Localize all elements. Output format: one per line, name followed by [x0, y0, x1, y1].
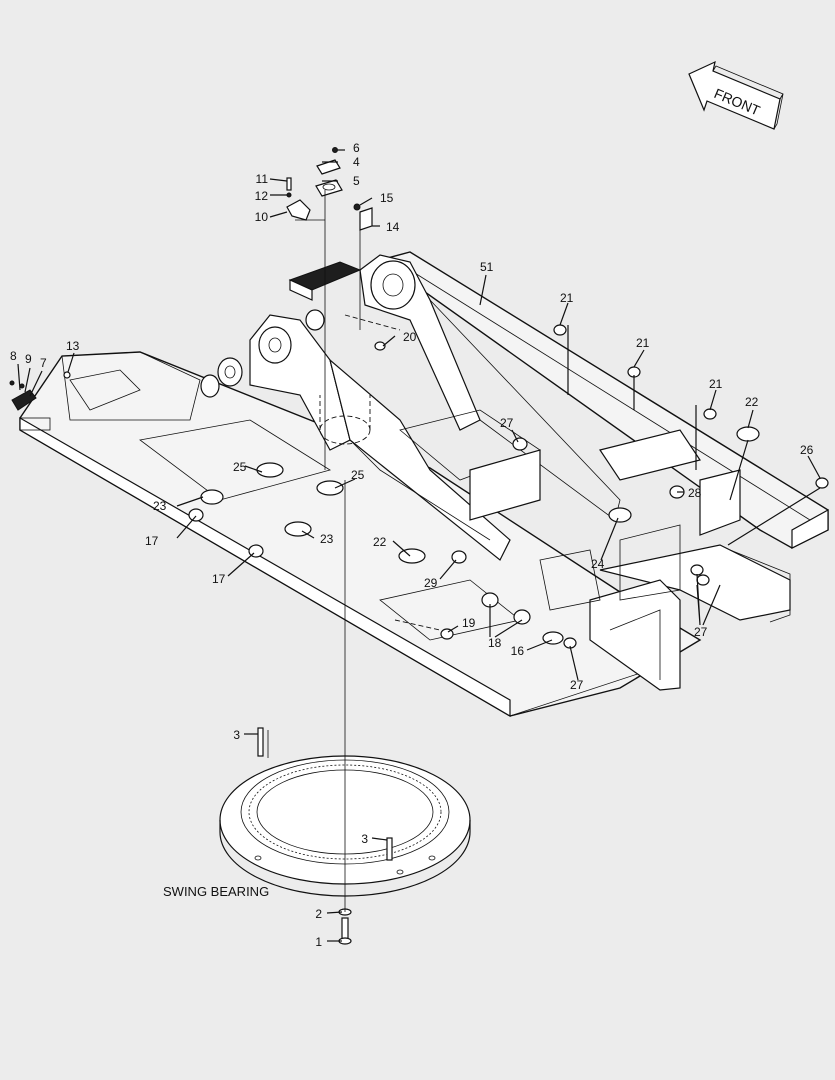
callout-21-b: 21 [636, 336, 650, 350]
callout-24: 24 [591, 557, 605, 571]
upper-frame [19, 251, 829, 718]
callout-18: 18 [488, 636, 502, 650]
callout-12: 12 [255, 189, 269, 203]
callout-19: 19 [462, 616, 476, 630]
callout-16: 16 [511, 644, 525, 658]
callout-25-center: 25 [351, 468, 365, 482]
callout-labels: 1 2 3 3 4 5 6 7 8 9 10 11 12 13 14 15 16… [10, 141, 814, 949]
callout-27-right: 27 [694, 625, 708, 639]
callout-25-left: 25 [233, 460, 247, 474]
callout-27-top: 27 [500, 416, 514, 430]
callout-22-right: 22 [745, 395, 759, 409]
callout-29: 29 [424, 576, 438, 590]
callout-27-bottom: 27 [570, 678, 584, 692]
callout-10: 10 [255, 210, 269, 224]
callout-21-a: 21 [560, 291, 574, 305]
callout-11: 11 [256, 172, 269, 186]
callout-17-upper: 17 [145, 534, 159, 548]
callout-3-upper: 3 [233, 728, 240, 742]
callout-3-lower: 3 [361, 832, 368, 846]
callout-5: 5 [353, 174, 360, 188]
callout-26: 26 [800, 443, 814, 457]
callout-20: 20 [403, 330, 417, 344]
callout-15: 15 [380, 191, 394, 205]
callout-23-center: 23 [320, 532, 334, 546]
callout-21-c: 21 [709, 377, 723, 391]
callout-23-left: 23 [153, 499, 167, 513]
callout-8: 8 [10, 349, 17, 363]
hardware-parts [9, 147, 393, 945]
front-arrow-icon: FRONT [688, 60, 784, 130]
leader-lines [17, 149, 821, 942]
callout-2: 2 [315, 907, 322, 921]
callout-1: 1 [315, 935, 322, 949]
callout-9: 9 [25, 352, 32, 366]
callout-28: 28 [688, 486, 702, 500]
callout-13: 13 [66, 339, 80, 353]
callout-6: 6 [353, 141, 360, 155]
callout-17-lower: 17 [212, 572, 226, 586]
swing-bearing-caption: SWING BEARING [163, 884, 269, 899]
callout-7: 7 [40, 356, 47, 370]
callout-51: 51 [480, 260, 494, 274]
callout-22-center: 22 [373, 535, 387, 549]
callout-14: 14 [386, 220, 400, 234]
callout-4: 4 [353, 155, 360, 169]
